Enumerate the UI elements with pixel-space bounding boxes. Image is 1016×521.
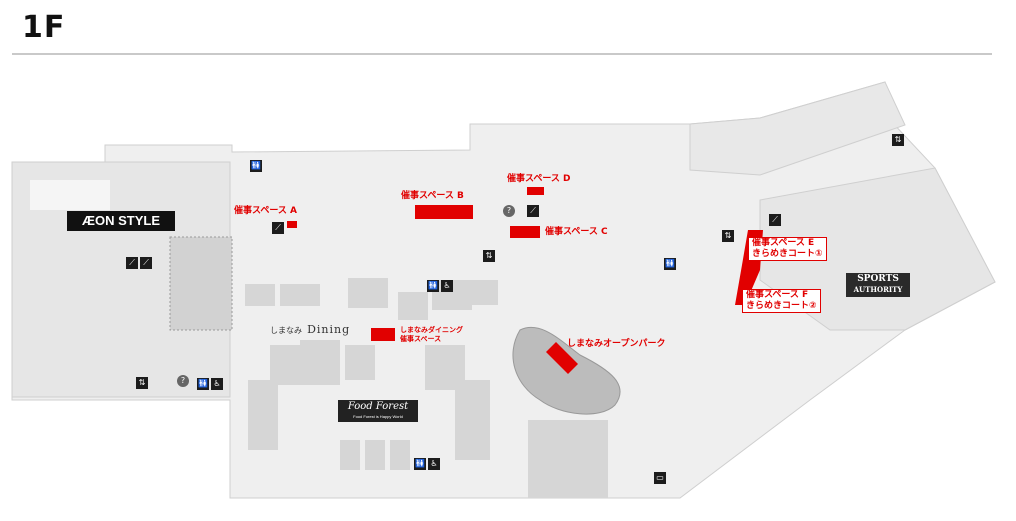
event-space-d-mark: [527, 187, 544, 195]
escalator-icon[interactable]: ⟋: [126, 257, 138, 269]
food-forest-subtitle: Food Forest is Happy World: [353, 414, 403, 419]
store-unit: [345, 345, 375, 380]
event-space-b-label: 催事スペース B: [401, 191, 464, 201]
event-space-f-line2: きらめきコート②: [746, 301, 817, 311]
info-icon[interactable]: ?: [177, 375, 189, 387]
store-unit: [270, 345, 300, 385]
event-space-a-mark: [287, 221, 297, 228]
elevator-icon[interactable]: ⇅: [136, 377, 148, 389]
event-space-b-mark: [415, 205, 473, 219]
escalator-icon[interactable]: ⟋: [527, 205, 539, 217]
info-icon[interactable]: ?: [503, 205, 515, 217]
sports-authority-line1: SPORTS: [857, 274, 899, 284]
toilet-icon[interactable]: 🚻: [250, 160, 262, 172]
store-unit: [455, 380, 490, 460]
toilet-icon[interactable]: 🚻: [664, 258, 676, 270]
accessible-icon[interactable]: ♿: [441, 280, 453, 292]
floor-title: 1F: [22, 10, 66, 45]
sports-authority-line2: AUTHORITY: [853, 285, 903, 294]
escalator-icon[interactable]: ⟋: [272, 222, 284, 234]
event-space-e-label: 催事スペース E きらめきコート①: [748, 237, 827, 261]
dining-event-label: しまなみダイニング 催事スペース: [400, 326, 463, 344]
store-unit: [300, 340, 340, 385]
event-space-c-label: 催事スペース C: [545, 227, 608, 237]
accessible-icon[interactable]: ♿: [211, 378, 223, 390]
event-space-e-line1: 催事スペース E: [752, 238, 815, 248]
store-unit: [365, 440, 385, 470]
escalator-icon[interactable]: ⟋: [140, 257, 152, 269]
toilet-icon[interactable]: 🚻: [427, 280, 439, 292]
event-space-c-mark: [510, 226, 540, 238]
escalator-icon[interactable]: ⟋: [769, 214, 781, 226]
dining-event-line1: しまなみダイニング: [400, 326, 463, 334]
shimanami-dining-word: Dining: [307, 323, 351, 336]
shimanami-dining-prefix: しまなみ: [270, 326, 302, 335]
dining-event-line2: 催事スペース: [400, 335, 442, 343]
elevator-icon[interactable]: ⇅: [483, 250, 495, 262]
store-unit: [248, 380, 278, 450]
store-unit: [245, 284, 275, 306]
store-unit: [280, 284, 320, 306]
event-space-f-label: 催事スペース F きらめきコート②: [742, 289, 821, 313]
store-unit: [348, 278, 388, 308]
event-space-f-line1: 催事スペース F: [746, 290, 809, 300]
event-space-a-label: 催事スペース A: [234, 206, 298, 216]
event-space-d-label: 催事スペース D: [507, 174, 571, 184]
accessible-icon[interactable]: ♿: [428, 458, 440, 470]
toilet-icon[interactable]: 🚻: [414, 458, 426, 470]
park-event-mark: [546, 342, 578, 374]
store-unit: [340, 440, 360, 470]
store-block-ne: [689, 81, 906, 176]
food-forest-title: Food Forest: [347, 401, 409, 412]
header-divider: [12, 53, 992, 55]
store-unit: [528, 420, 608, 498]
park-event-label: しまなみオープンパーク: [567, 339, 666, 349]
store-unit: [470, 280, 498, 305]
event-space-e-line2: きらめきコート①: [752, 249, 823, 259]
shimanami-dining-logo[interactable]: しまなみ Dining: [270, 318, 350, 337]
store-unit: [398, 292, 428, 320]
elevator-icon[interactable]: ⇅: [722, 230, 734, 242]
aeon-style-logo[interactable]: ÆON STYLE: [67, 211, 175, 231]
sports-authority-logo[interactable]: SPORTS AUTHORITY: [846, 273, 910, 297]
bus-icon[interactable]: ▭: [654, 472, 666, 484]
elevator-icon[interactable]: ⇅: [892, 134, 904, 146]
food-forest-logo[interactable]: Food Forest Food Forest is Happy World: [338, 400, 418, 422]
toilet-icon[interactable]: 🚻: [197, 378, 209, 390]
store-unit: [390, 440, 410, 470]
dining-event-mark: [371, 328, 395, 341]
